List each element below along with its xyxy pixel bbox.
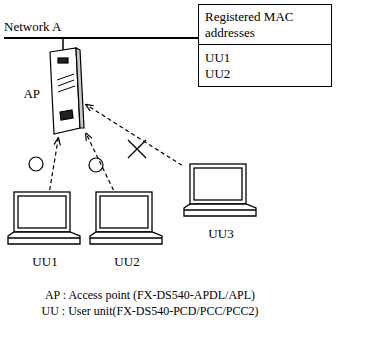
table-header: Registered MAC addresses bbox=[199, 5, 331, 45]
device-label: UU1 bbox=[6, 254, 84, 270]
wireless-link bbox=[86, 133, 113, 190]
mac-table-box: Registered MAC addressesUU1UU2 bbox=[198, 4, 332, 87]
wireless-link bbox=[50, 138, 59, 190]
laptop-icon bbox=[90, 192, 162, 244]
device-label: UU2 bbox=[88, 254, 166, 270]
wireless-link bbox=[86, 105, 182, 166]
network-label: Network A bbox=[4, 19, 61, 35]
device-label: AP bbox=[23, 86, 40, 102]
legend-note: UU : User unit(FX-DS540-PCD/PCC/PCC2) bbox=[41, 304, 258, 319]
ok-mark bbox=[89, 158, 103, 172]
device-label: UU3 bbox=[182, 226, 260, 242]
access-point-icon bbox=[50, 48, 84, 134]
user-unit-node: UU3 bbox=[182, 162, 260, 218]
table-cell: UU2 bbox=[199, 66, 331, 86]
ok-mark bbox=[29, 157, 43, 171]
laptop-icon bbox=[8, 192, 80, 244]
access-point-node: AP bbox=[46, 46, 86, 138]
laptop-icon bbox=[184, 164, 256, 216]
user-unit-node: UU1 bbox=[6, 190, 84, 246]
table-cell: UU1 bbox=[199, 45, 331, 66]
drop-line bbox=[62, 38, 64, 50]
user-unit-node: UU2 bbox=[88, 190, 166, 246]
legend-note: AP : Access point (FX-DS540-APDL/APL) bbox=[45, 288, 255, 303]
blocked-mark bbox=[128, 140, 146, 158]
